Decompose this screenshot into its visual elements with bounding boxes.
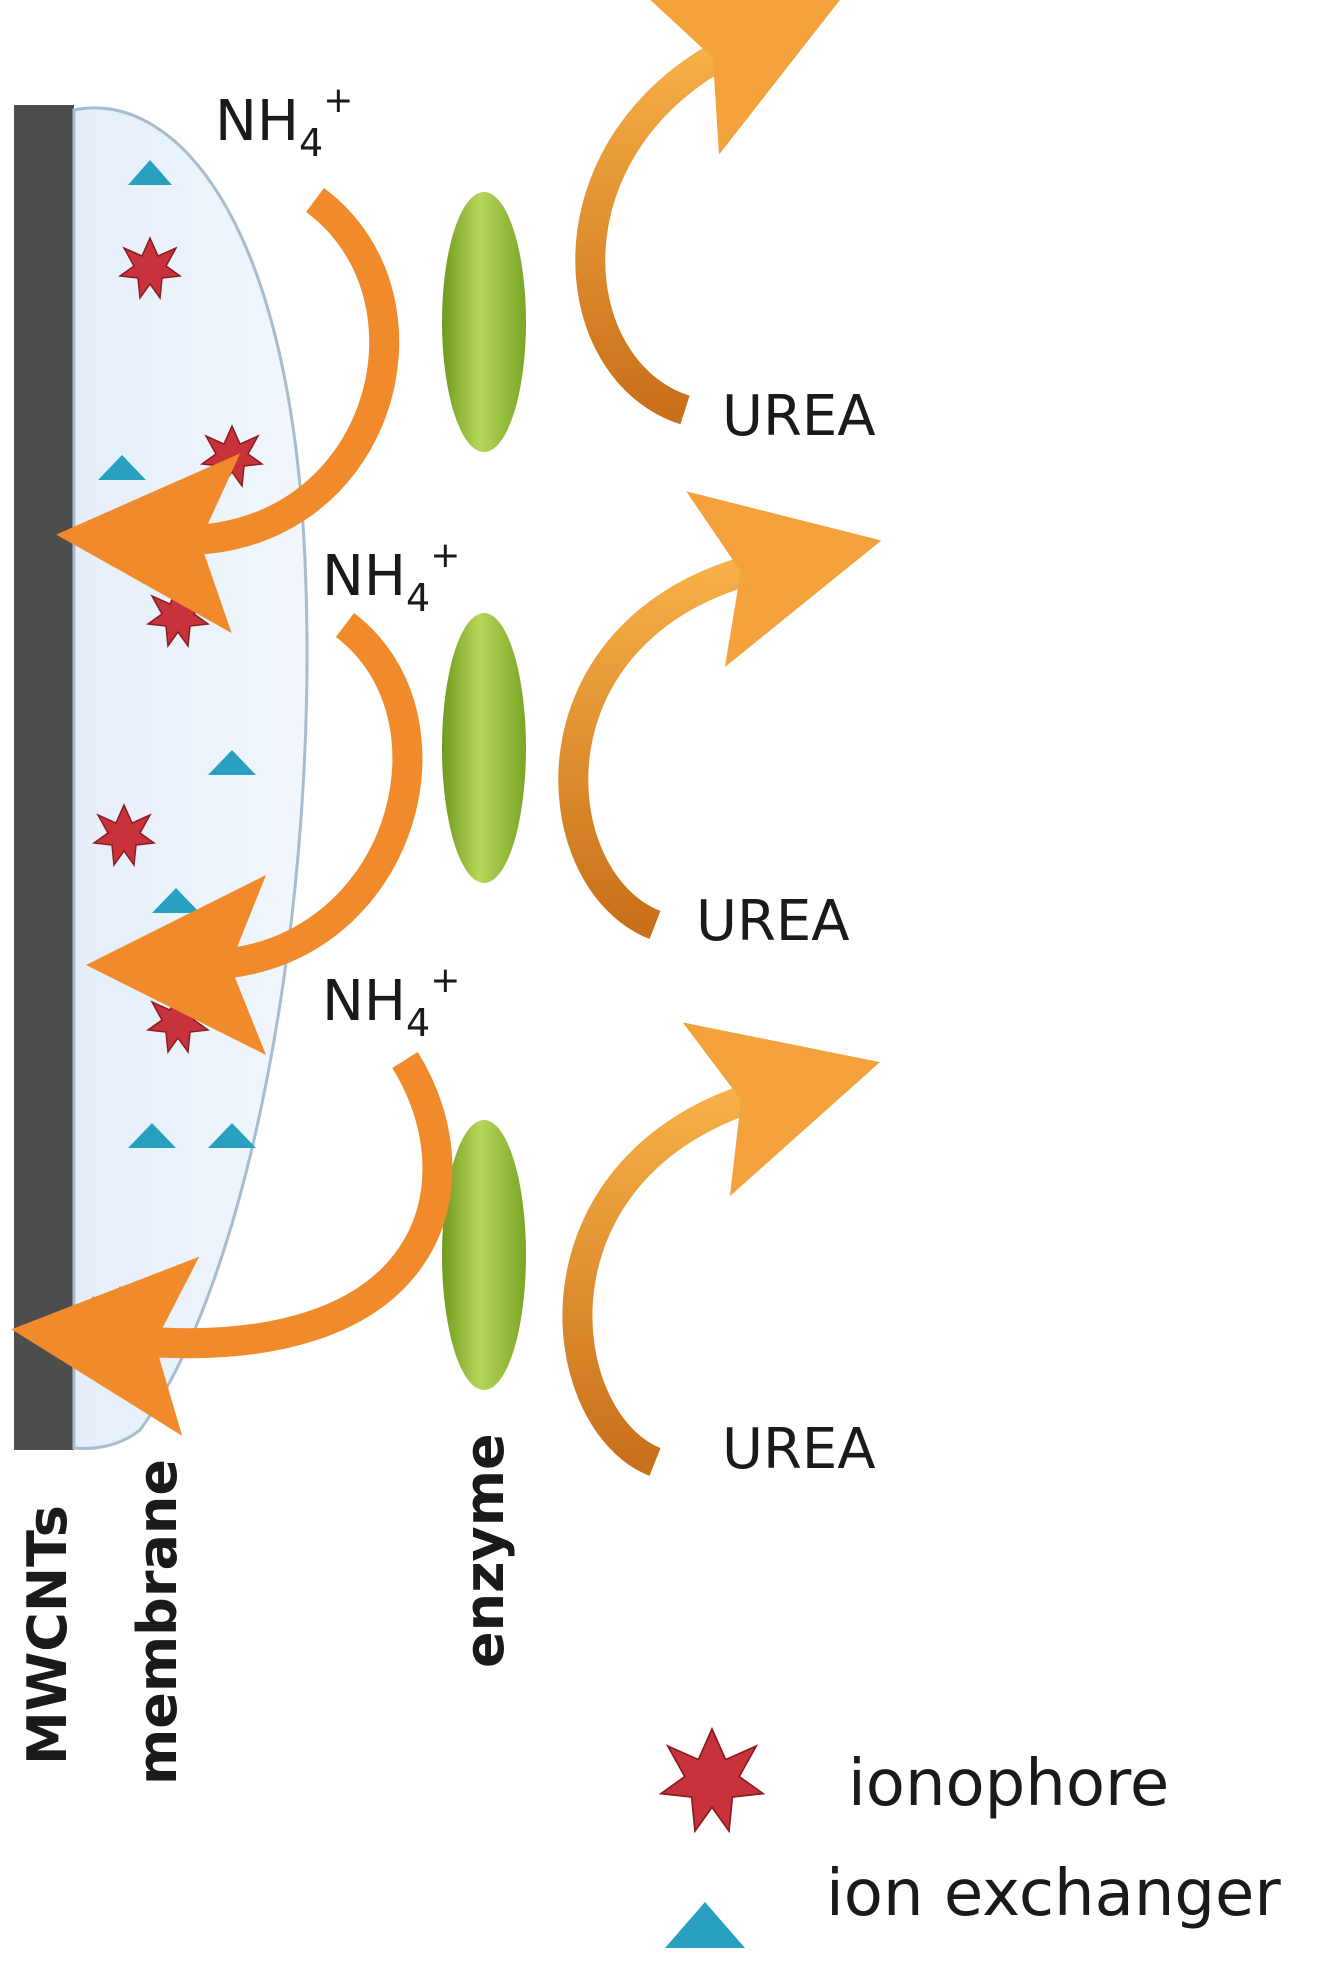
- legend-ion-exchanger-text: ion exchanger: [826, 1857, 1281, 1931]
- ammonium-base: NH: [322, 969, 406, 1034]
- ammonium-superscript: +: [430, 535, 460, 576]
- svg-text:NH4+: NH4+: [322, 960, 460, 1045]
- ammonium-label-bottom: NH4+: [322, 960, 460, 1045]
- ammonium-subscript: 4: [406, 576, 430, 620]
- ion-exchanger-triangle: [128, 160, 172, 185]
- ammonium-subscript: 4: [299, 121, 323, 165]
- ionophore-star: [91, 803, 157, 868]
- star-burst-icon: [658, 1726, 766, 1834]
- urea-label-bottom: UREA: [722, 1417, 876, 1482]
- ammonium-superscript: +: [323, 80, 353, 121]
- svg-text:NH4+: NH4+: [215, 80, 353, 165]
- mwcnts-label: MWCNTs: [16, 1505, 79, 1765]
- triangle-icon: [665, 1902, 745, 1948]
- ion-exchanger-triangle: [208, 750, 256, 775]
- ammonium-base: NH: [215, 89, 299, 154]
- urea-label-middle: UREA: [696, 889, 850, 954]
- legend: ionophore ion exchanger: [658, 1726, 1281, 1948]
- enzyme-label: enzyme: [453, 1433, 516, 1668]
- urea-label-top: UREA: [722, 384, 876, 449]
- urea-arrows: [558, 0, 882, 1476]
- ammonium-label-top: NH4+: [215, 80, 353, 165]
- ammonium-arrows: [11, 187, 453, 1436]
- legend-ionophore-text: ionophore: [848, 1747, 1169, 1821]
- ion-exchanger-triangle: [208, 1123, 256, 1148]
- urea-arrow-middle: [558, 491, 882, 939]
- ammonium-subscript: 4: [406, 1001, 430, 1045]
- ammonium-base: NH: [322, 544, 406, 609]
- ion-exchanger-triangle: [128, 1123, 176, 1148]
- svg-text:NH4+: NH4+: [322, 535, 460, 620]
- membrane-body: [72, 106, 309, 1450]
- ammonium-superscript: +: [430, 960, 460, 1001]
- mwcnts-electrode: [14, 105, 74, 1450]
- ammonium-arrow-bottom: [11, 1052, 453, 1436]
- ammonium-arrow-middle: [86, 613, 423, 1055]
- enzyme-top: [442, 192, 526, 452]
- membrane-label: membrane: [126, 1459, 189, 1785]
- ionophore-star: [117, 236, 183, 301]
- urea-arrow-bottom: [562, 1022, 880, 1476]
- ammonium-label-middle: NH4+: [322, 535, 460, 620]
- enzyme-middle: [442, 613, 526, 883]
- ammonium-arrow-top: [56, 187, 400, 633]
- enzyme-bottom: [442, 1120, 526, 1390]
- urea-arrow-top: [575, 0, 843, 425]
